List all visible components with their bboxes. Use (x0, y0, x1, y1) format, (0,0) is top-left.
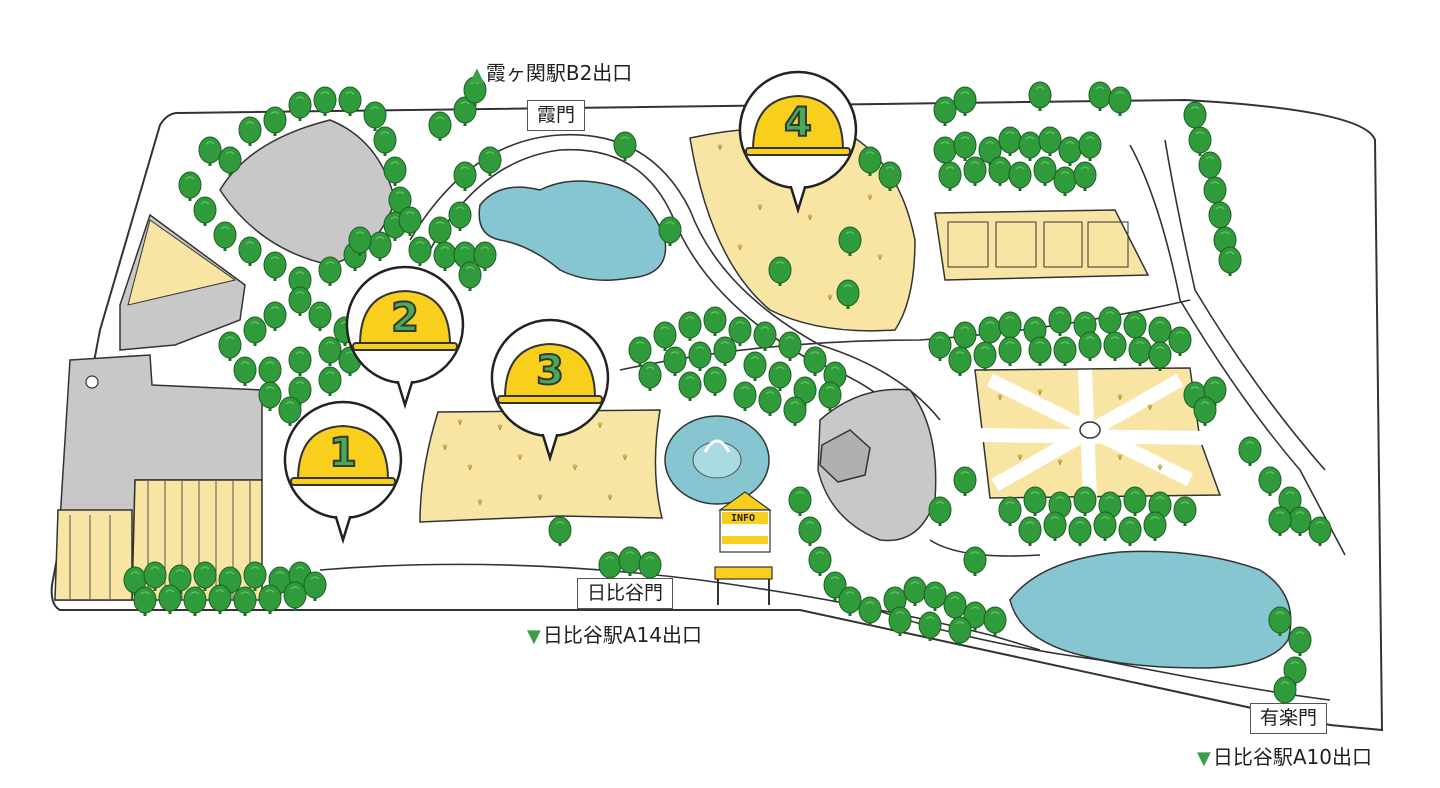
path-east (1129, 144, 1346, 556)
pond-east (1009, 550, 1292, 669)
station-label-hibiya-a14: ▼日比谷駅A14出口 (527, 623, 702, 647)
triangle-down-icon: ▼ (1197, 748, 1211, 769)
pin-bubble (490, 318, 610, 463)
gate-hibiya: 日比谷門 (577, 578, 674, 609)
helmet-icon (745, 94, 851, 156)
location-pin-4[interactable]: 4 (738, 70, 858, 215)
tree-icon (133, 586, 157, 617)
info-label: INFO (731, 513, 756, 524)
gate-kasumi: 霞門 (527, 100, 586, 131)
entrance-gate (714, 566, 773, 605)
gate-yuraku: 有楽門 (1250, 703, 1328, 734)
lawn-south-west (419, 409, 663, 523)
plaza-paths (979, 369, 1211, 499)
location-pin-3[interactable]: 3 (490, 318, 610, 463)
pin-number: 2 (390, 294, 420, 342)
tennis-courts (934, 209, 1150, 281)
library-yellow (127, 219, 237, 306)
helmet-icon (352, 289, 458, 351)
pin-bubble (345, 265, 465, 410)
tree-icon (183, 586, 207, 617)
pin-bubble (738, 70, 858, 215)
path-curve-north (409, 133, 941, 421)
location-pin-2[interactable]: 2 (345, 265, 465, 410)
triangle-down-icon: ▼ (527, 626, 541, 647)
station-label-hibiya-a10: ▼日比谷駅A10出口 (1197, 745, 1372, 769)
plaza-fountain (1079, 421, 1101, 439)
pin-number: 1 (328, 429, 358, 477)
pin-number: 4 (783, 99, 813, 147)
path-east-inner (1164, 139, 1326, 471)
city-hall-yellow-left (54, 509, 133, 601)
clock-icon (85, 375, 99, 389)
helmet-icon (497, 342, 603, 404)
helmet-icon (290, 424, 396, 486)
location-pin-1[interactable]: 1 (283, 400, 403, 545)
triangle-up-icon: ▲ (470, 64, 484, 85)
station-label-kasumigaseki: ▲霞ヶ関駅B2出口 (470, 61, 633, 85)
pin-number: 3 (535, 347, 565, 395)
court-lines (947, 221, 1129, 268)
pin-bubble (283, 400, 403, 545)
info-booth (718, 491, 772, 553)
pond-west (478, 180, 667, 281)
bandstand (819, 429, 871, 483)
tree-icon (233, 586, 257, 617)
